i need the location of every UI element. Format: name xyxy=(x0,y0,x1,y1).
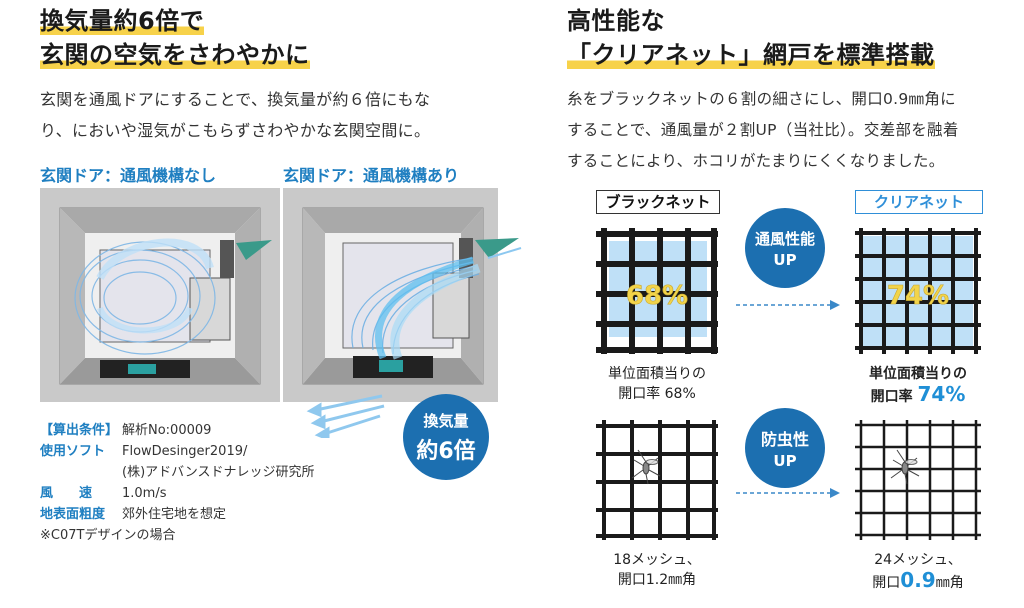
condition-note: ※C07Tデザインの場合 xyxy=(40,528,176,543)
right-desc-line2: することで、通風量が２割UP（当社比）。交差部を融着 xyxy=(567,121,959,139)
left-desc-line1: 玄関を通風ドアにすることで、換気量が約６倍にもな xyxy=(40,90,431,109)
left-description: 玄関を通風ドアにすることで、換気量が約６倍にもな り、においや湿気がこもらずさわ… xyxy=(40,84,430,146)
circle2-line2: UP xyxy=(773,452,797,470)
ventilation-6x-badge: 換気量 約6倍 xyxy=(403,394,489,480)
right-desc-line1: 糸をブラックネットの６割の細さにし、開口0.9㎜角に xyxy=(567,90,956,108)
black-net-mesh-image: 68% xyxy=(596,228,718,354)
black-net-mesh-line1: 18メッシュ、 xyxy=(613,552,701,568)
clear-net-open-ratio-caption: 単位面積当りの 開口率 74% xyxy=(848,364,988,407)
clear-net-mesh-image: 74% xyxy=(855,228,981,354)
clear-net-cap-line2: 開口率 74% xyxy=(870,382,966,406)
left-title-line2: 玄関の空気をさわやかに xyxy=(40,41,310,69)
black-net-mesh-line2: 開口1.2㎜角 xyxy=(617,572,697,588)
condition-row: 【算出条件】解析No:00009 xyxy=(40,423,212,438)
black-net-mesh-caption: 18メッシュ、 開口1.2㎜角 xyxy=(586,550,728,590)
circle2-line1: 防虫性 xyxy=(760,430,809,449)
black-net-cap-line2: 開口率 68% xyxy=(618,386,696,402)
outflow-arrows xyxy=(306,394,385,438)
black-net-tag: ブラックネット xyxy=(596,190,720,214)
badge-line1: 換気量 xyxy=(423,412,469,430)
label-with-ventilation: 玄関ドア：通風機構あり xyxy=(283,166,460,185)
badge-line2: 約6倍 xyxy=(416,439,476,464)
clear-net-mesh-line1: 24メッシュ、 xyxy=(874,552,962,568)
clear-net-cap-line1: 単位面積当りの xyxy=(869,366,967,382)
clear-net-insect-image xyxy=(855,420,981,540)
left-title-line1: 換気量約6倍で xyxy=(40,7,205,35)
mosquito-icon xyxy=(631,449,661,485)
airflow-simulation-without xyxy=(40,188,280,402)
black-net-open-ratio-caption: 単位面積当りの 開口率 68% xyxy=(586,364,728,404)
condition-row: (株)アドバンスドナレッジ研究所 xyxy=(122,465,315,480)
airflow-simulation-with xyxy=(283,188,522,402)
condition-row: 地表面粗度郊外住宅地を想定 xyxy=(40,507,227,522)
clear-net-mesh-line2: 開口0.9㎜角 xyxy=(872,568,964,592)
ventilation-up-badge: 通風性能 UP xyxy=(745,208,825,288)
right-desc-line3: することにより、ホコリがたまりにくくなりました。 xyxy=(567,152,945,170)
insect-proof-up-badge: 防虫性 UP xyxy=(745,408,825,488)
circle1-line2: UP xyxy=(773,251,797,269)
left-desc-line2: り、においや湿気がこもらずさわやかな玄関空間に。 xyxy=(40,121,431,140)
right-title-line1: 高性能な xyxy=(567,7,665,35)
black-net-percent: 68% xyxy=(626,281,688,311)
label-without-ventilation: 玄関ドア：通風機構なし xyxy=(40,166,217,185)
mosquito-icon xyxy=(890,449,920,485)
black-net-insect-image xyxy=(596,420,718,540)
circle1-line1: 通風性能 xyxy=(754,230,815,248)
arrow-icon xyxy=(736,488,840,498)
black-net-cap-line1: 単位面積当りの xyxy=(608,366,706,382)
right-description: 糸をブラックネットの６割の細さにし、開口0.9㎜角に することで、通風量が２割U… xyxy=(567,84,959,177)
clear-net-mesh-caption: 24メッシュ、 開口0.9㎜角 xyxy=(848,550,988,593)
arrow-icon xyxy=(736,300,840,310)
clear-net-tag: クリアネット xyxy=(855,190,983,214)
right-title-line2: 「クリアネット」網戸を標準搭載 xyxy=(567,41,935,69)
clear-net-percent: 74% xyxy=(887,281,949,311)
